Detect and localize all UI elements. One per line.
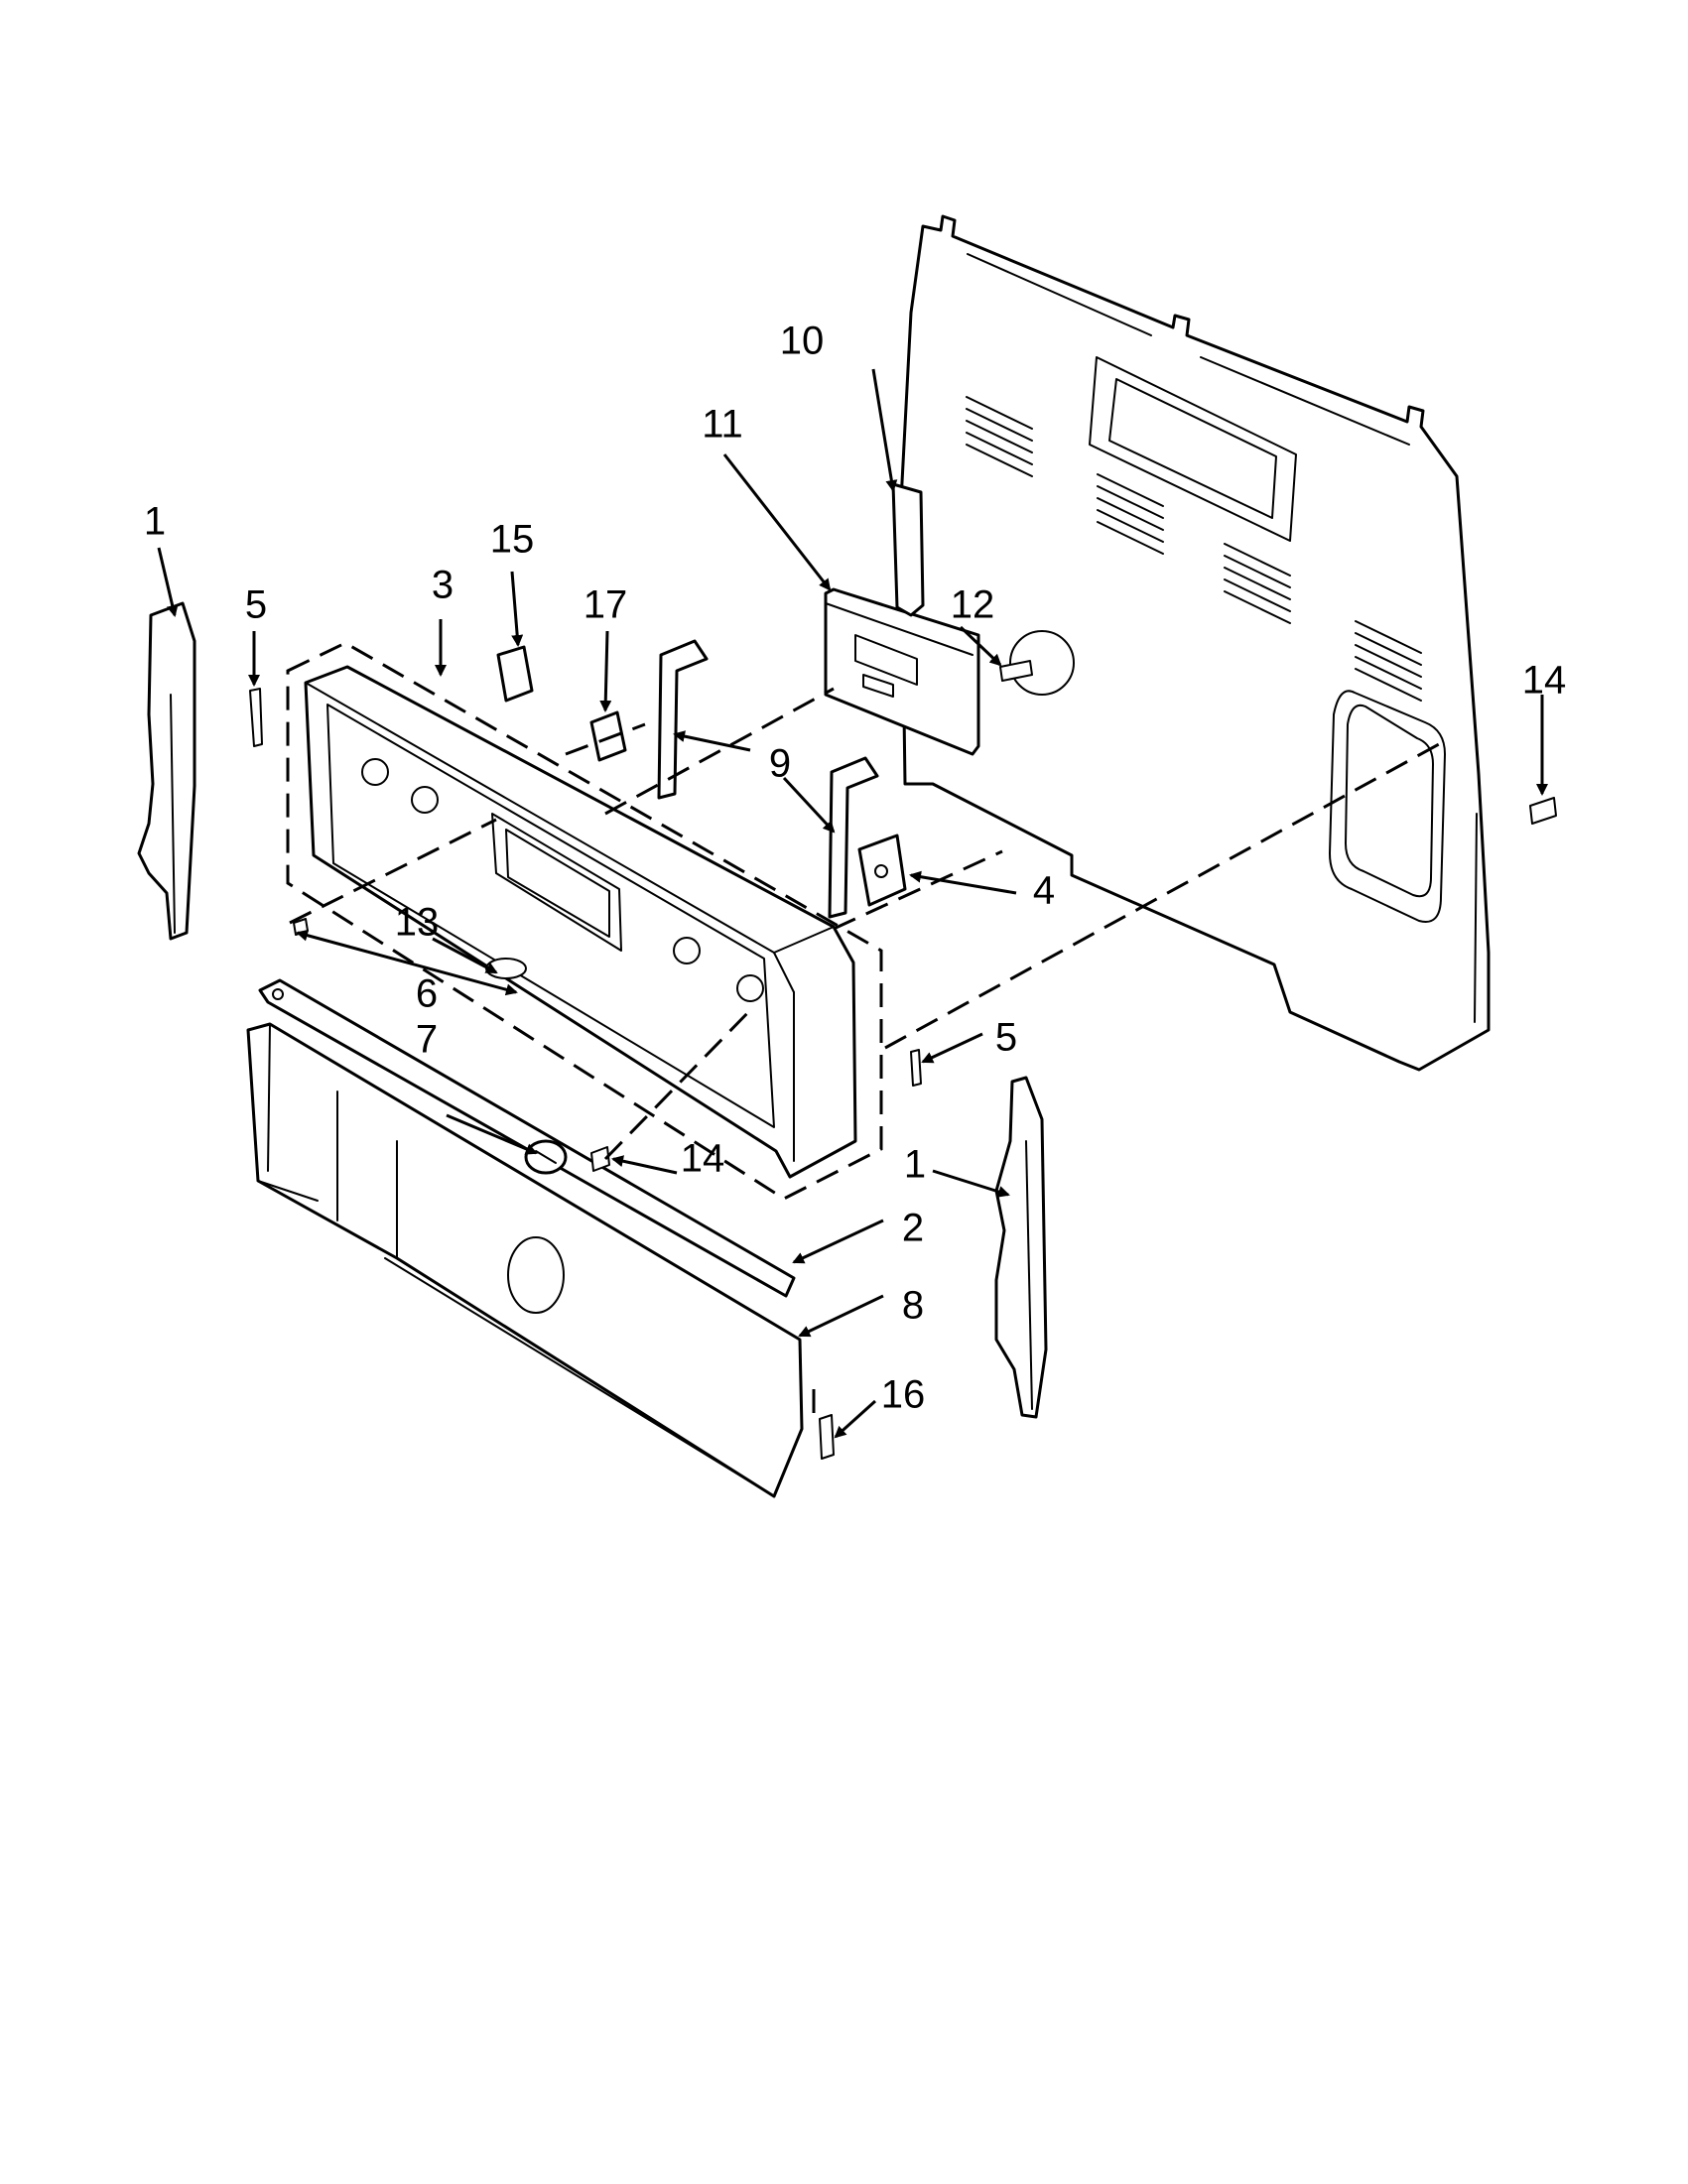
callout-labels: 1 5 3 15 17 10 11 12 14 9 4 13 6 7 14 5 … bbox=[144, 320, 1566, 1417]
switch-shaft bbox=[874, 864, 888, 878]
thermostat bbox=[589, 710, 627, 762]
screw-14-bottom bbox=[590, 1146, 610, 1172]
clip-left bbox=[249, 688, 263, 747]
callout-12: 12 bbox=[951, 583, 995, 627]
control-panel-assembly-outline bbox=[286, 641, 883, 1201]
badge bbox=[485, 958, 527, 979]
callout-8: 8 bbox=[902, 1284, 924, 1328]
callout-1-left: 1 bbox=[144, 500, 166, 544]
end-cap-left bbox=[137, 601, 196, 941]
callout-5-right: 5 bbox=[995, 1016, 1017, 1060]
callout-5-left: 5 bbox=[245, 583, 267, 627]
callout-1-right: 1 bbox=[904, 1143, 926, 1187]
clip-15 bbox=[496, 645, 534, 703]
clip-right bbox=[910, 1049, 922, 1087]
vent-slats bbox=[966, 396, 1422, 702]
callout-7: 7 bbox=[416, 1018, 438, 1062]
callout-13: 13 bbox=[395, 901, 440, 945]
board-screw bbox=[999, 660, 1033, 682]
leader-arrows bbox=[157, 368, 1548, 1439]
callout-2: 2 bbox=[902, 1207, 924, 1250]
callout-11: 11 bbox=[702, 403, 743, 447]
rear-panel bbox=[899, 214, 1491, 1072]
knob bbox=[524, 1139, 568, 1175]
strap-lower bbox=[828, 756, 879, 919]
callout-3: 3 bbox=[432, 564, 454, 607]
screw-16 bbox=[819, 1414, 835, 1460]
callout-17: 17 bbox=[584, 583, 628, 627]
screw-14-right bbox=[1529, 797, 1557, 825]
alignment-lines bbox=[289, 687, 1440, 1419]
callout-16: 16 bbox=[881, 1373, 926, 1417]
callout-14-right: 14 bbox=[1522, 659, 1567, 703]
callout-15: 15 bbox=[490, 518, 535, 562]
callout-4: 4 bbox=[1033, 869, 1055, 913]
callout-9: 9 bbox=[769, 742, 791, 786]
callout-14-bottom: 14 bbox=[681, 1137, 725, 1181]
base-panel bbox=[246, 1022, 804, 1498]
end-cap-right bbox=[994, 1076, 1048, 1419]
trim-screw-hole bbox=[272, 988, 284, 1000]
control-panel bbox=[304, 665, 857, 1179]
callout-6: 6 bbox=[416, 972, 438, 1016]
callout-10: 10 bbox=[780, 320, 825, 363]
grommet bbox=[1009, 630, 1075, 696]
board-bracket bbox=[891, 482, 925, 617]
top-trim bbox=[258, 978, 796, 1298]
strap-upper bbox=[657, 639, 709, 800]
